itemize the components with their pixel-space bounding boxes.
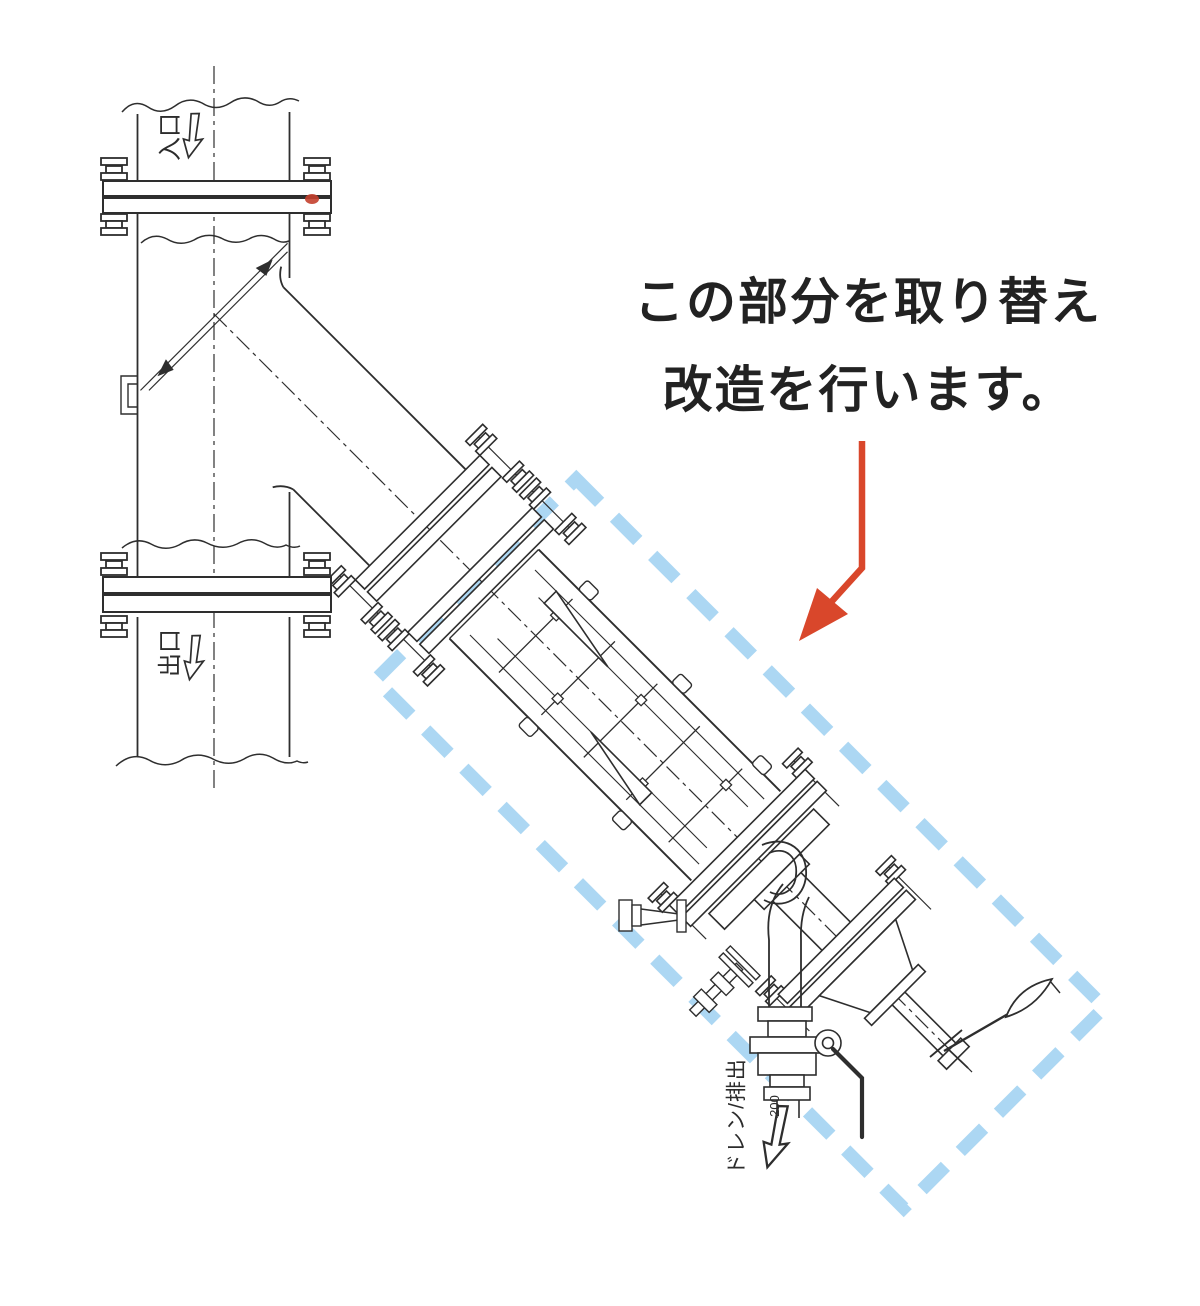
screen-wedge (590, 731, 653, 806)
break-line-top (121, 97, 300, 113)
inlet-flow-arrow-icon (182, 112, 205, 160)
main-pipe (100, 66, 332, 793)
outlet-flow-arrow-icon (183, 634, 206, 682)
u-hook (761, 840, 807, 905)
callout-arrow-icon (799, 441, 866, 641)
drain-fittings (618, 840, 1061, 1140)
bottom-flange (100, 552, 332, 638)
blow-off-valve (754, 854, 971, 1071)
valve-handle (830, 1046, 865, 1140)
drain-size-label: 200 (767, 1095, 782, 1117)
strainer-body (448, 548, 782, 882)
strainer-inlet-flange (376, 476, 588, 688)
branch-pipe (272, 266, 467, 567)
flange-red-mark (305, 194, 319, 204)
drain-valve (749, 1006, 865, 1140)
break-line-lower (121, 539, 301, 549)
break-line-upper (140, 234, 290, 244)
drain-elbow (767, 883, 810, 1007)
strainer-tabs (518, 580, 773, 831)
branch-end-flange (323, 423, 535, 635)
inlet-label: 入口 (157, 113, 184, 161)
tee-intersection-lines (140, 242, 288, 391)
branch-strainer-assembly (140, 242, 973, 1073)
callout-text-line2: 改造を行います。 (662, 362, 1074, 418)
vent-plug (618, 899, 687, 933)
top-flange (100, 157, 332, 236)
outlet-label: 出口 (157, 629, 184, 677)
callout-text-line1: この部分を取り替え (634, 274, 1102, 330)
drain-label: ドレン/排出 (725, 1058, 749, 1175)
flow-arrows (182, 112, 791, 1170)
blow-off-lever (929, 977, 1061, 1069)
pipe-bracket (120, 375, 137, 415)
drain-stud (688, 944, 762, 1018)
break-line-bottom (115, 753, 309, 767)
strainer-end-cap (647, 747, 840, 940)
branch-centerline (213, 313, 973, 1073)
drain-flow-arrow-icon (762, 1104, 791, 1170)
screen-wedge (543, 589, 609, 668)
